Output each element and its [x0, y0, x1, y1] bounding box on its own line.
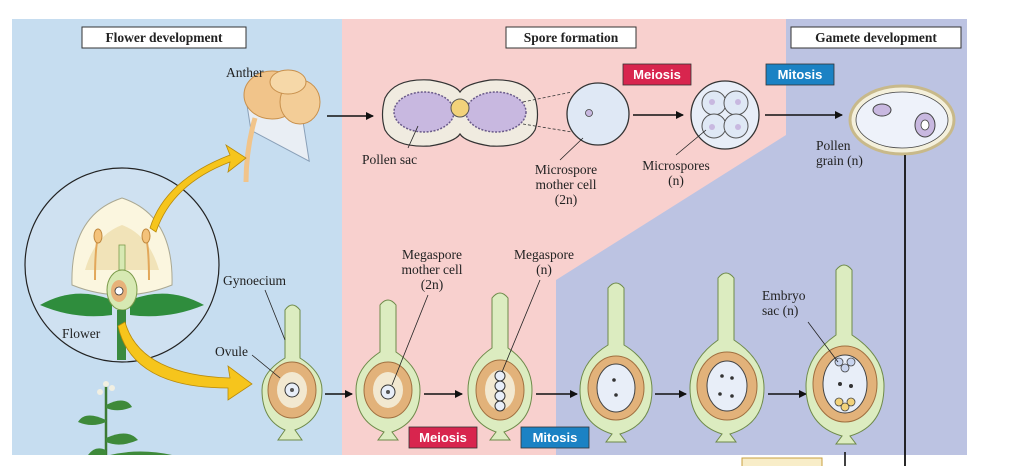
pollen-grain-label-line1: Pollen	[816, 138, 851, 153]
pollen-sac-illustration	[381, 79, 539, 147]
zoom-line-top	[522, 91, 573, 103]
spore-formation-header: Spore formation	[505, 26, 637, 49]
mitosis-tag-bottom-text: Mitosis	[533, 430, 578, 445]
flower-label: Flower	[62, 326, 101, 341]
spore-formation-title: Spore formation	[524, 30, 619, 45]
ovule-label: Ovule	[215, 344, 248, 359]
offscreen-box	[741, 457, 823, 466]
megaspore-mother-cell-label-line3: (2n)	[421, 277, 444, 292]
microspore-mother-cell-label: Microspore mother cell (2n)	[535, 162, 597, 207]
megaspore-mother-cell-label-line1: Megaspore	[402, 247, 462, 262]
zoom-line-bottom	[522, 123, 573, 133]
flower-to-ovule-arrow	[117, 321, 253, 401]
meiosis-tag-top-text: Meiosis	[633, 67, 681, 82]
microspore-mother-cell-label-line1: Microspore	[535, 162, 597, 177]
microspores-tetrad	[690, 80, 760, 150]
anther-illustration	[243, 69, 321, 183]
mitosis-tag-top-text: Mitosis	[778, 67, 823, 82]
ovule-4	[579, 282, 653, 443]
embryo-sac-label-line1: Embryo	[762, 288, 806, 303]
megaspore-label: Megaspore (n)	[514, 247, 574, 277]
flower-development-header: Flower development	[81, 26, 247, 49]
meiosis-tag-bottom-text: Meiosis	[419, 430, 467, 445]
meiosis-tag-top: Meiosis	[622, 63, 692, 86]
small-plant-icon	[78, 381, 172, 455]
ovule-5	[689, 272, 765, 443]
pollen-grain	[848, 84, 956, 156]
gamete-development-title: Gamete development	[815, 30, 937, 45]
megaspore-mother-cell-label-line2: mother cell	[401, 262, 462, 277]
ovule-1	[261, 304, 323, 441]
embryo-sac-label-line2: sac (n)	[762, 303, 798, 318]
embryo-sac-label: Embryo sac (n)	[762, 288, 806, 318]
megaspore-mother-cell-label: Megaspore mother cell (2n)	[401, 247, 462, 292]
mitosis-tag-top: Mitosis	[765, 63, 835, 86]
mitosis-tag-bottom: Mitosis	[520, 426, 590, 449]
pollen-sac-label: Pollen sac	[362, 152, 417, 167]
microspore-mother-cell	[566, 82, 630, 146]
microspores-label: Microspores (n)	[642, 158, 710, 188]
microspores-label-line2: (n)	[668, 173, 684, 188]
meiosis-tag-bottom: Meiosis	[408, 426, 478, 449]
gynoecium-label: Gynoecium	[223, 273, 286, 288]
flower-development-title: Flower development	[105, 30, 223, 45]
microspore-mother-cell-label-line2: mother cell	[535, 177, 596, 192]
pollen-grain-label-line2: grain (n)	[816, 153, 863, 168]
microspore-mother-cell-label-line3: (2n)	[555, 192, 578, 207]
leader-lines	[251, 125, 839, 386]
anther-label: Anther	[226, 65, 264, 80]
gamete-development-header: Gamete development	[790, 26, 962, 49]
flower-to-anther-arrow	[149, 143, 247, 233]
pollen-grain-label: Pollen grain (n)	[816, 138, 863, 168]
ovule-3-megaspores	[467, 292, 533, 441]
ovule-2-megaspore-mother-cell	[355, 299, 421, 441]
microspores-label-line1: Microspores	[642, 158, 710, 173]
megaspore-label-line2: (n)	[536, 262, 552, 277]
ovule-6-embryo-sac	[805, 264, 885, 445]
flower-illustration	[24, 167, 220, 363]
megaspore-label-line1: Megaspore	[514, 247, 574, 262]
